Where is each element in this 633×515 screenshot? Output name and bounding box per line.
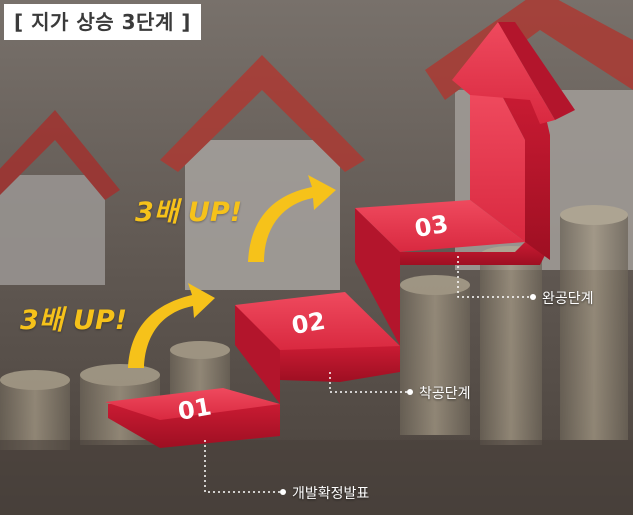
callout-3x-up-upper: 3배 UP! xyxy=(135,197,243,228)
page-title: [ 지가 상승 3단계 ] xyxy=(4,4,201,40)
step-label-03: 완공단계 xyxy=(542,291,594,307)
upward-arrow-1 xyxy=(128,283,215,368)
house-center xyxy=(160,55,365,290)
step-number-02: 02 xyxy=(290,307,328,340)
leader-dot-3 xyxy=(530,294,536,300)
step-number-03: 03 xyxy=(413,210,451,243)
callout-3x-up-lower: 3배 UP! xyxy=(20,305,128,336)
leader-dot-2 xyxy=(407,389,413,395)
growth-staircase-arrow: 01 02 03 xyxy=(105,22,575,448)
house-left xyxy=(0,110,120,285)
coin-stacks xyxy=(0,205,633,515)
step-label-01: 개발확정발표 xyxy=(292,486,370,502)
step-number-01: 01 xyxy=(176,392,214,425)
leader-dot-1 xyxy=(280,489,286,495)
step-label-02: 착공단계 xyxy=(419,386,471,402)
upward-arrow-2 xyxy=(248,175,336,262)
leader-lines xyxy=(204,256,533,493)
